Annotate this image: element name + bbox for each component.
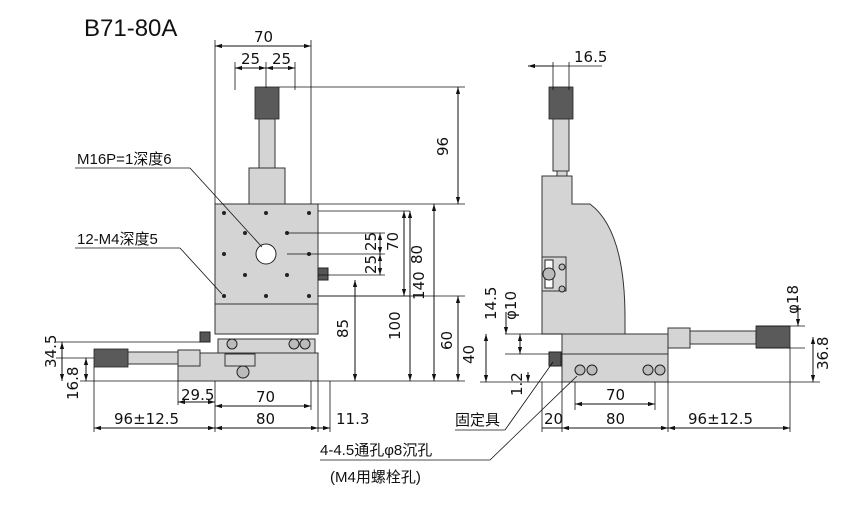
side-column — [541, 175, 626, 335]
dim-36-8: 36.8 — [814, 337, 832, 370]
side-top-micrometer-thimble — [548, 86, 574, 120]
dim-34-5: 34.5 — [42, 335, 60, 368]
dim-29-5: 29.5 — [181, 386, 214, 404]
dim-phi10: φ10 — [502, 291, 520, 320]
dim-40: 40 — [460, 345, 478, 364]
dim-v25b: 25 — [362, 255, 380, 274]
dim-140: 140 — [410, 271, 428, 300]
dim-bottom-80: 80 — [256, 410, 275, 428]
front-x-stage — [214, 303, 319, 335]
front-top-micrometer-sleeve — [258, 118, 276, 170]
dim-side-70: 70 — [606, 386, 625, 404]
front-top-column — [248, 167, 286, 205]
front-lock — [224, 353, 256, 367]
dim-85: 85 — [334, 319, 352, 338]
dim-14-5: 14.5 — [482, 287, 500, 320]
label-fixture: 固定具 — [455, 412, 500, 429]
front-view — [93, 86, 329, 382]
dim-16-8: 16.8 — [64, 367, 82, 400]
front-lock-screw — [236, 365, 250, 379]
dim-bottom-96: 96±12.5 — [114, 410, 179, 428]
dim-100: 100 — [386, 311, 404, 340]
dim-16-5: 16.5 — [574, 48, 607, 66]
label-m4: 12-M4深度5 — [77, 231, 158, 248]
label-note-2: (M4用螺栓孔) — [330, 469, 421, 486]
front-micrometer-sleeve — [127, 351, 179, 365]
dim-1-2: 1.2 — [508, 372, 526, 396]
dim-60: 60 — [438, 331, 456, 350]
side-micrometer-thimble — [755, 325, 791, 349]
front-dimensions: 70 25 25 96 M16P=1深度6 12-M4深度5 25 70 25 … — [42, 28, 465, 432]
front-side-knob — [199, 331, 211, 343]
dim-v80: 80 — [408, 245, 426, 264]
label-m16: M16P=1深度6 — [77, 151, 172, 168]
dim-side-80: 80 — [606, 410, 625, 428]
dim-side-20: 20 — [544, 410, 563, 428]
clamp-knob — [317, 267, 329, 281]
dim-phi18: φ18 — [784, 285, 802, 314]
side-dimensions: 16.5 14.5 φ10 40 1.2 φ18 36.8 70 80 20 9… — [320, 48, 832, 486]
dim-bottom-70: 70 — [256, 388, 275, 406]
dim-v25a: 25 — [362, 232, 380, 251]
center-hole — [255, 243, 277, 265]
model-title: B71-80A — [84, 15, 177, 42]
dim-top-25a: 25 — [241, 50, 260, 68]
dim-11-3: 11.3 — [336, 410, 369, 428]
dim-v70: 70 — [384, 232, 402, 251]
dim-side-96: 96±12.5 — [688, 410, 753, 428]
dim-top-70: 70 — [254, 28, 273, 46]
side-view — [541, 86, 791, 383]
tapped-holes — [222, 211, 311, 298]
side-base-upper — [561, 333, 669, 355]
dim-top-25b: 25 — [272, 50, 291, 68]
fixture-clamp — [548, 351, 562, 367]
dim-96: 96 — [434, 137, 452, 156]
label-note-1: 4-4.5通孔φ8沉孔 — [320, 442, 432, 459]
front-micrometer-thimble — [93, 348, 129, 368]
front-top-micrometer-thimble — [254, 86, 280, 120]
